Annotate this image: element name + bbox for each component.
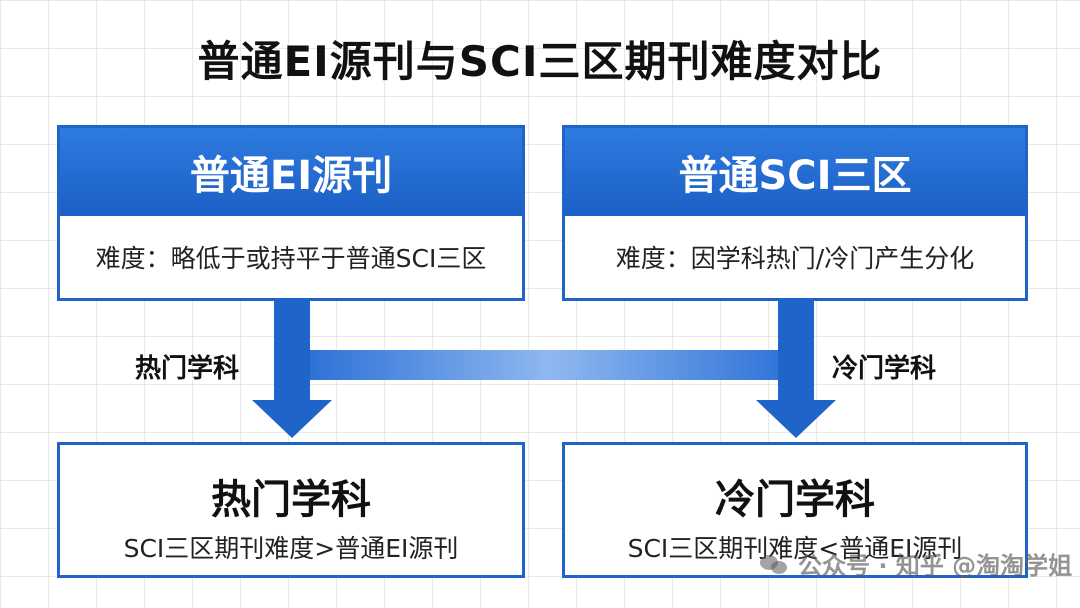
- hot-subject-comparison: SCI三区期刊难度>普通EI源刊: [123, 534, 459, 563]
- ei-journal-header: 普通EI源刊: [60, 128, 522, 216]
- right-arrow-shaft: [778, 298, 814, 402]
- left-arrow-shaft: [274, 298, 310, 402]
- sci-q3-header: 普通SCI三区: [565, 128, 1025, 216]
- cold-subject-title: 冷门学科: [715, 477, 875, 523]
- watermark: 公众号 · 知乎 @淘淘学姐: [760, 546, 1072, 581]
- watermark-text: 公众号 · 知乎 @淘淘学姐: [798, 552, 1073, 580]
- cold-subject-result-box: 冷门学科 SCI三区期刊难度<普通EI源刊: [562, 442, 1028, 578]
- horizontal-connector: [300, 350, 800, 380]
- ei-journal-difficulty: 难度：略低于或持平于普通SCI三区: [95, 244, 487, 273]
- cold-subject-comparison: SCI三区期刊难度<普通EI源刊: [627, 534, 963, 563]
- cold-subject-arrow-label: 冷门学科: [832, 354, 937, 384]
- wechat-icon: [760, 553, 790, 575]
- sci-q3-difficulty: 难度：因学科热门/冷门产生分化: [615, 244, 975, 273]
- hot-subject-title: 热门学科: [211, 477, 371, 523]
- hot-subject-arrow-label: 热门学科: [135, 354, 240, 384]
- hot-subject-result-box: 热门学科 SCI三区期刊难度>普通EI源刊: [57, 442, 525, 578]
- ei-journal-box: 普通EI源刊 难度：略低于或持平于普通SCI三区: [57, 125, 525, 301]
- diagram-title: 普通EI源刊与SCI三区期刊难度对比: [197, 37, 883, 86]
- left-arrow-head: [252, 400, 332, 438]
- right-arrow-head: [756, 400, 836, 438]
- sci-q3-box: 普通SCI三区 难度：因学科热门/冷门产生分化: [562, 125, 1028, 301]
